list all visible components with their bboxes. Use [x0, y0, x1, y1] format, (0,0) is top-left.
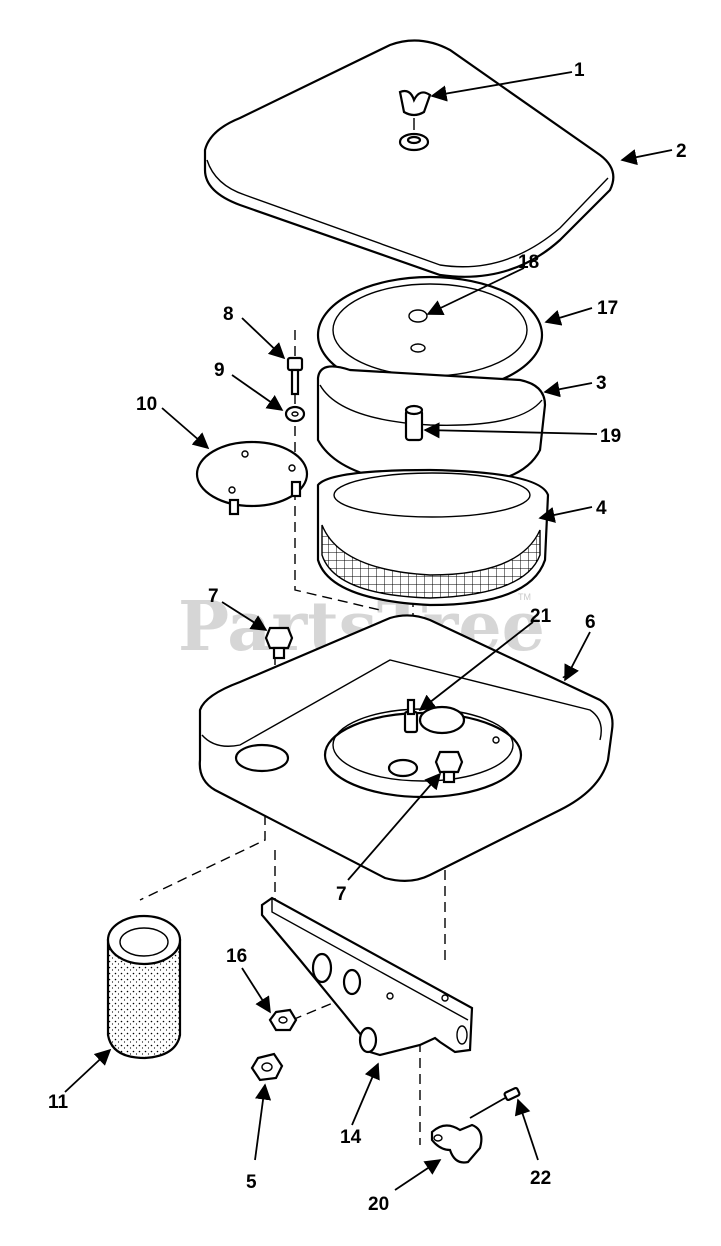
- wing-nut: [398, 89, 432, 152]
- lock-nut: [268, 1008, 298, 1032]
- callout-22: 22: [530, 1168, 551, 1189]
- pre-cleaner-wrap: [316, 365, 547, 487]
- callout-leaders: [64, 71, 673, 1191]
- callout-10: 10: [136, 394, 157, 415]
- cap-screw: [286, 356, 304, 396]
- callout-11: 11: [48, 1092, 69, 1113]
- callout-8: 8: [223, 304, 234, 325]
- spacer-tube: [404, 404, 424, 442]
- base-bolt-center: [434, 750, 464, 784]
- callout-4: 4: [596, 498, 607, 519]
- stud: [403, 698, 419, 734]
- clamp-screw: [469, 1086, 521, 1119]
- callout-1: 1: [574, 60, 585, 81]
- mounting-bracket: [260, 896, 474, 1057]
- hex-nut: [250, 1052, 284, 1082]
- intake-tube: [106, 914, 182, 1060]
- callout-labels: 1 2 3 4 5 6 7 7 8 9 10 11 14 16 17 18 19…: [48, 60, 687, 1215]
- callout-21: 21: [530, 606, 552, 627]
- callout-16: 16: [226, 946, 247, 967]
- clamp: [430, 1123, 483, 1164]
- base-bolt-top: [264, 626, 294, 660]
- callout-6: 6: [585, 612, 596, 633]
- callout-20: 20: [368, 1194, 389, 1215]
- callout-3: 3: [596, 373, 607, 394]
- callout-7-top: 7: [208, 586, 219, 607]
- callout-18: 18: [518, 252, 539, 273]
- callout-19: 19: [600, 426, 621, 447]
- callout-5: 5: [246, 1172, 257, 1193]
- air-filter-element: [316, 468, 550, 607]
- callout-17: 17: [597, 298, 618, 319]
- callout-14: 14: [340, 1127, 362, 1148]
- callout-2: 2: [676, 141, 687, 162]
- washer: [284, 405, 306, 423]
- callout-7-bottom: 7: [336, 884, 347, 905]
- watermark-trademark: TM: [518, 592, 531, 602]
- cover-plate: [195, 440, 309, 516]
- air-cleaner-cover: [203, 39, 615, 278]
- callout-9: 9: [214, 360, 225, 381]
- air-cleaner-base: [198, 614, 614, 882]
